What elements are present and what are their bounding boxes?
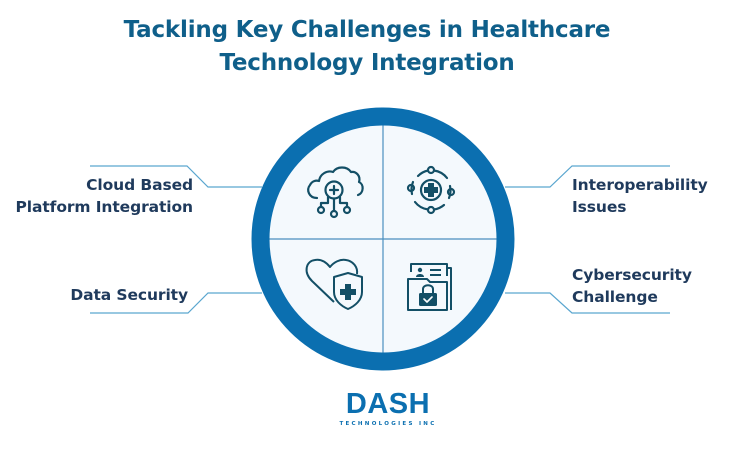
label-line: Cybersecurity (572, 266, 692, 284)
page-title: Tackling Key Challenges in Healthcare Te… (0, 14, 734, 80)
logo-wordmark: DASH (345, 388, 431, 420)
title-line-1: Tackling Key Challenges in Healthcare (123, 17, 611, 43)
label-line: Cloud Based (86, 176, 193, 194)
label-line: Issues (572, 198, 627, 216)
cloud-medical-network-icon (307, 166, 364, 219)
heart-shield-icon (305, 258, 363, 310)
central-circle-ring (251, 107, 515, 371)
connector-cybersecurity (505, 292, 670, 314)
title-line-2: Technology Integration (219, 50, 515, 76)
connector-data-security (90, 292, 262, 314)
locked-patient-folder-icon (407, 263, 452, 311)
label-line: Interoperability (572, 176, 708, 194)
connector-lines (90, 165, 670, 314)
label-line: Challenge (572, 288, 658, 306)
dash-logo: DASH TECHNOLOGIES INC (336, 388, 440, 428)
label-line: Data Security (70, 286, 188, 304)
connector-interoperability (505, 165, 670, 188)
logo-tagline: TECHNOLOGIES INC (339, 421, 437, 427)
medical-orbit-nodes-icon (406, 165, 456, 215)
connector-cloud (90, 165, 262, 188)
label-line: Platform Integration (15, 198, 194, 216)
label-data-security: Data Security (70, 284, 188, 306)
label-cloud-based-platform-integration: Cloud Based Platform Integration (15, 174, 194, 218)
label-cybersecurity-challenge: Cybersecurity Challenge (572, 264, 692, 308)
label-interoperability-issues: Interoperability Issues (572, 174, 708, 218)
